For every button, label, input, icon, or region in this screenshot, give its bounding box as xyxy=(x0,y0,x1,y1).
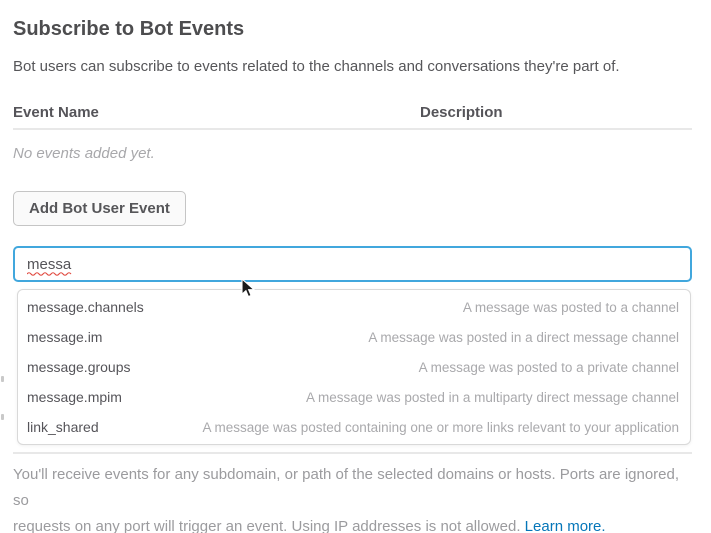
event-name: message.mpim xyxy=(27,389,122,405)
clipped-background-text-fragment xyxy=(1,414,4,420)
event-suggestions-dropdown: message.channels A message was posted to… xyxy=(17,289,691,445)
event-name: message.groups xyxy=(27,359,131,375)
domains-help-text: You'll receive events for any subdomain,… xyxy=(13,462,692,533)
dropdown-item-message-im[interactable]: message.im A message was posted in a dir… xyxy=(27,322,679,352)
dropdown-item-message-groups[interactable]: message.groups A message was posted to a… xyxy=(27,352,679,382)
event-search-input[interactable] xyxy=(13,246,692,282)
learn-more-link[interactable]: Learn more. xyxy=(524,518,606,533)
event-name: message.channels xyxy=(27,299,144,315)
help-text-line1: You'll receive events for any subdomain,… xyxy=(13,466,680,509)
table-header-divider xyxy=(13,128,692,130)
dropdown-item-message-channels[interactable]: message.channels A message was posted to… xyxy=(27,292,679,322)
event-description: A message was posted to a private channe… xyxy=(418,359,679,375)
page-title: Subscribe to Bot Events xyxy=(13,18,245,40)
event-description: A message was posted containing one or m… xyxy=(202,419,679,435)
clipped-background-text-fragment xyxy=(1,376,4,382)
add-bot-user-event-button[interactable]: Add Bot User Event xyxy=(13,191,186,226)
event-description: A message was posted in a direct message… xyxy=(368,329,679,345)
empty-events-message: No events added yet. xyxy=(13,145,155,162)
column-header-description: Description xyxy=(420,104,503,121)
bot-events-section: Subscribe to Bot Events Bot users can su… xyxy=(0,16,711,533)
event-description: A message was posted to a channel xyxy=(462,299,679,315)
event-name: message.im xyxy=(27,329,103,345)
help-text-line2: requests on any port will trigger an eve… xyxy=(13,518,521,533)
dropdown-item-link-shared[interactable]: link_shared A message was posted contain… xyxy=(27,412,679,442)
event-search-wrapper xyxy=(13,246,692,282)
section-divider xyxy=(13,452,692,454)
dropdown-item-message-mpim[interactable]: message.mpim A message was posted in a m… xyxy=(27,382,679,412)
event-name: link_shared xyxy=(27,419,99,435)
column-header-event-name: Event Name xyxy=(13,104,99,121)
section-description: Bot users can subscribe to events relate… xyxy=(13,58,620,75)
events-table-header: Event Name Description xyxy=(13,104,692,122)
event-description: A message was posted in a multiparty dir… xyxy=(306,389,679,405)
